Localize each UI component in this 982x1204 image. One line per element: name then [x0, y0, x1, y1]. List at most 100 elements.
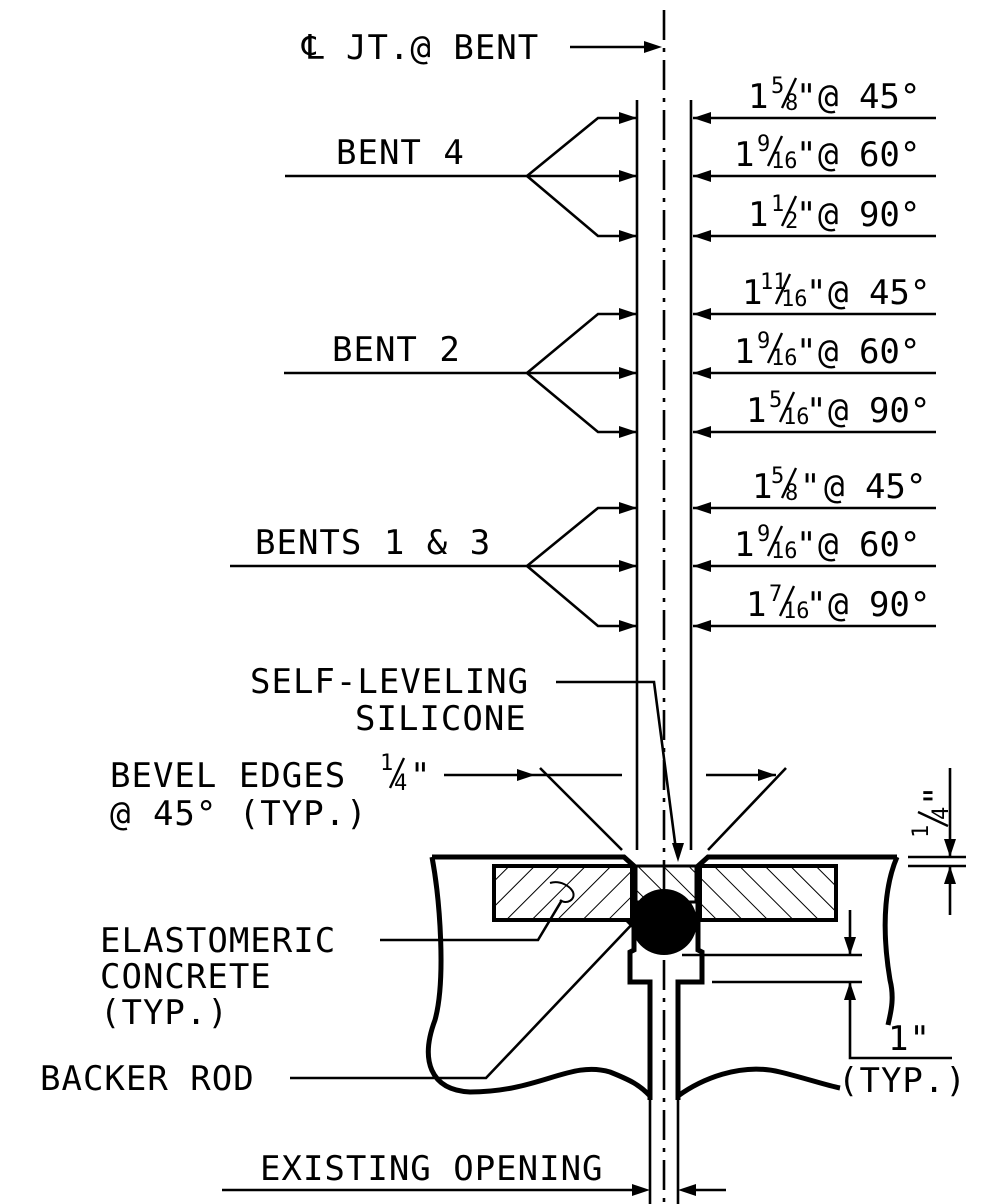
elastomeric-callout: ELASTOMERIC CONCRETE (TYP.) [100, 899, 564, 1033]
deck-right-bottom [676, 1066, 841, 1099]
backer-rod-label: BACKER ROD [40, 1059, 255, 1099]
dim-label: 1 9 16 " @ 60° [734, 329, 920, 372]
bevel-label-2: @ 45° (TYP.) [110, 794, 368, 834]
depth-frac-den: 4 [929, 807, 954, 820]
svg-text:16: 16 [771, 346, 798, 371]
svg-text:1: 1 [746, 391, 766, 431]
bevel-label-1: BEVEL EDGES [110, 756, 346, 796]
svg-text:@ 90°: @ 90° [828, 585, 930, 625]
elastomeric-concrete-left [492, 864, 634, 922]
svg-text:5: 5 [771, 74, 784, 99]
svg-text:@ 60°: @ 60° [818, 135, 920, 175]
svg-text:5: 5 [771, 464, 784, 489]
existing-opening-label: EXISTING OPENING [260, 1149, 604, 1189]
svg-text:9: 9 [757, 329, 770, 354]
svg-text:@ 60°: @ 60° [818, 525, 920, 565]
deck-right-break [882, 856, 900, 1026]
dim-label: 1 5 8 " @ 45° [752, 464, 926, 507]
silicone-label-1: SELF-LEVELING [250, 662, 529, 702]
svg-text:": " [806, 391, 826, 431]
bevel-extension-left [539, 767, 623, 851]
centerline-label: JT.@ BENT [346, 28, 539, 68]
bevel-frac-num: 1 [380, 751, 393, 776]
dim-label: 1 5 8 " @ 45° [748, 74, 920, 117]
svg-text:1: 1 [771, 192, 784, 217]
svg-text:9: 9 [757, 522, 770, 547]
backer-rod-leader [290, 919, 637, 1080]
elastomeric-label-2: CONCRETE [100, 957, 272, 997]
svg-text:": " [806, 273, 826, 313]
centerline-arrowhead [644, 41, 662, 53]
one-inch-dim: 1" (TYP.) [682, 910, 967, 1101]
svg-text:16: 16 [771, 149, 798, 174]
svg-text:1: 1 [742, 273, 762, 313]
bevel-callout: BEVEL EDGES 1 4 " @ 45° (TYP.) [110, 751, 787, 851]
svg-text:1: 1 [746, 585, 766, 625]
existing-opening-dim: EXISTING OPENING [222, 1100, 726, 1204]
svg-text:@ 45°: @ 45° [828, 273, 930, 313]
svg-text:": " [796, 525, 816, 565]
svg-text:1: 1 [752, 467, 772, 507]
deck-right [675, 854, 897, 1100]
svg-text:@ 45°: @ 45° [818, 77, 920, 117]
one-inch-label: 1" [888, 1019, 931, 1059]
centerline-group: ℄ JT.@ BENT [301, 10, 666, 1204]
deck-left [432, 854, 653, 1100]
svg-text:9: 9 [757, 132, 770, 157]
silicone-label-2: SILICONE [355, 699, 527, 739]
centerline-symbol: ℄ [301, 28, 325, 68]
svg-text:1: 1 [734, 525, 754, 565]
group-label: BENTS 1 & 3 [255, 523, 491, 563]
one-inch-typ-label: (TYP.) [838, 1061, 967, 1101]
svg-text:5: 5 [769, 388, 782, 413]
joint-section [425, 854, 900, 1100]
elastomeric-label-3: (TYP.) [100, 993, 229, 1033]
quarter-depth-dim: 1 4 " [908, 768, 966, 915]
dim-label: 1 7 16 " @ 90° [746, 582, 930, 625]
elastomeric-label-1: ELASTOMERIC [100, 921, 336, 961]
bevel-extension-right [707, 767, 787, 851]
svg-text:16: 16 [783, 599, 810, 624]
dim-label: 1 9 16 " @ 60° [734, 522, 920, 565]
svg-text:": " [796, 77, 816, 117]
svg-text:16: 16 [783, 405, 810, 430]
svg-text:": " [796, 332, 816, 372]
svg-text:1: 1 [748, 77, 768, 117]
elastomeric-concrete-right [698, 864, 838, 922]
dim-label: 1 1 2 " @ 90° [748, 192, 920, 235]
bevel-frac-den: 4 [394, 771, 407, 796]
curl-marker [549, 881, 575, 903]
svg-text:": " [917, 786, 957, 806]
silicone-callout: SELF-LEVELING SILICONE [250, 662, 684, 862]
silicone-leader [556, 680, 678, 851]
svg-text:16: 16 [771, 539, 798, 564]
backer-rod-callout: BACKER ROD [40, 912, 644, 1099]
backer-rod-icon [631, 889, 697, 955]
depth-frac-num: 1 [909, 825, 934, 838]
group-label: BENT 2 [332, 330, 461, 370]
dim-label: 1 11 16 " @ 45° [742, 270, 930, 313]
svg-text:": " [796, 135, 816, 175]
group-bent-4: BENT 4 1 5 8 " @ 45° 1 9 16 " @ 60° 1 1 … [285, 74, 936, 242]
svg-text:": " [806, 585, 826, 625]
svg-text:": " [796, 195, 816, 235]
elastomeric-leader [380, 899, 564, 942]
dim-label: 1 5 16 " @ 90° [746, 388, 930, 431]
svg-text:@ 90°: @ 90° [828, 391, 930, 431]
svg-text:1: 1 [748, 195, 768, 235]
svg-text:16: 16 [781, 287, 808, 312]
svg-text:@ 45°: @ 45° [824, 467, 926, 507]
svg-text:@ 60°: @ 60° [818, 332, 920, 372]
group-bent-2: BENT 2 1 11 16 " @ 45° 1 9 16 " @ 60° 1 … [284, 270, 936, 438]
svg-text:": " [410, 756, 430, 796]
svg-text:1: 1 [734, 332, 754, 372]
svg-text:@ 90°: @ 90° [818, 195, 920, 235]
group-bents-1-3: BENTS 1 & 3 1 5 8 " @ 45° 1 9 16 " @ 60°… [230, 464, 936, 632]
dim-label: 1 9 16 " @ 60° [734, 132, 920, 175]
deck-left-break [425, 856, 652, 1098]
svg-text:1: 1 [734, 135, 754, 175]
svg-text:7: 7 [769, 582, 782, 607]
group-label: BENT 4 [336, 133, 465, 173]
svg-text:": " [800, 467, 820, 507]
